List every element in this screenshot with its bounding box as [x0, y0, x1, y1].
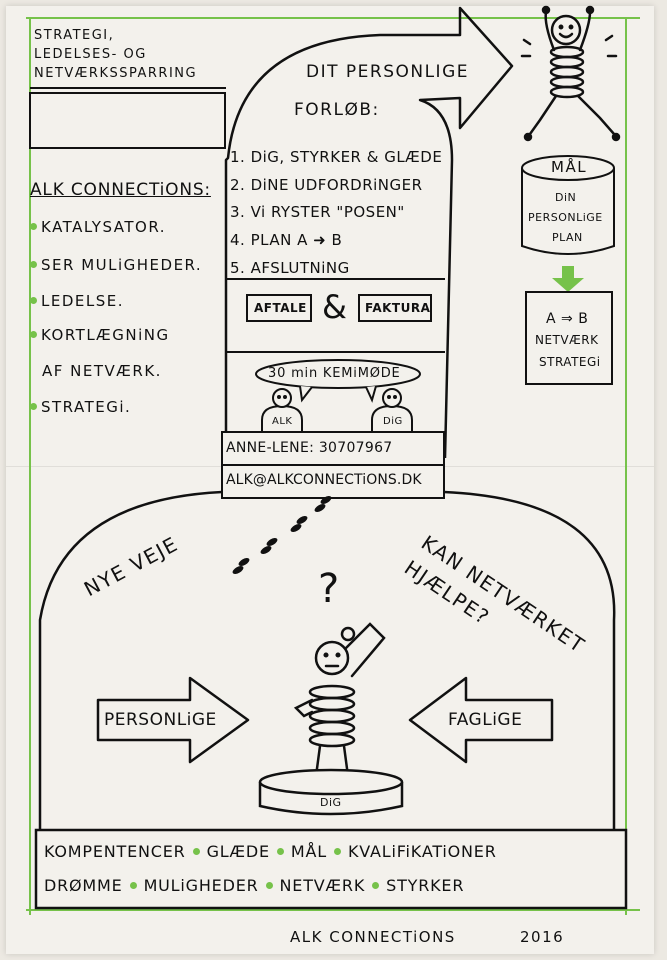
header-title-line3: NETVÆRKSSPARRING: [34, 66, 198, 81]
green-bullet: [30, 297, 37, 304]
dome-outline: [38, 490, 616, 830]
alk-item-2: SER MULiGHEDER.: [30, 256, 202, 274]
green-frame: [26, 17, 640, 915]
contact-phone: ANNE-LENE: 30707967: [226, 440, 393, 456]
result-box: [525, 291, 613, 385]
alk-item-4: KORTLÆGNiNG: [30, 326, 170, 344]
header-title-line1: STRATEGI,: [34, 28, 115, 43]
empty-name-box: [29, 92, 226, 149]
meeting-bubble-text: 30 min KEMiMØDE: [268, 366, 401, 381]
green-bullet: [30, 331, 37, 338]
footprints-icon: [232, 496, 332, 574]
keyword: NETVÆRK: [279, 876, 366, 895]
big-arrow-outline: [224, 6, 514, 459]
arrow-title-line2: FORLØB:: [294, 100, 380, 120]
green-bullet: [30, 223, 37, 230]
person-dig-icon: [371, 388, 413, 432]
header-title-line2: LEDELSES- OG: [34, 47, 147, 62]
agreement-label: AFTALE: [254, 301, 307, 315]
person-dig-label: DiG: [383, 416, 403, 427]
invoice-box: FAKTURA: [358, 294, 432, 322]
green-down-arrow-icon: [552, 266, 584, 292]
faglige-label: FAGLiGE: [448, 710, 523, 730]
alk-item-5: STRATEGi.: [30, 398, 131, 416]
step-2: 2. DiNE UDFORDRiNGER: [230, 176, 423, 194]
keyword: KVALiFiKATiONER: [348, 842, 497, 861]
green-bullet: [265, 882, 273, 889]
arrow-title-line1: DIT PERSONLIGE: [306, 62, 469, 82]
keyword: MÅL: [290, 842, 327, 861]
keywords-row-1: KOMPENTENCER GLÆDE MÅL KVALiFiKATiONER: [44, 842, 497, 861]
invoice-label: FAKTURA: [365, 301, 431, 315]
keyword: GLÆDE: [206, 842, 270, 861]
keyword: DRØMME: [44, 876, 123, 895]
green-bullet: [30, 261, 37, 268]
keywords-row-2: DRØMME MULiGHEDER NETVÆRK STYRKER: [44, 876, 464, 895]
goal-cylinder: [521, 155, 615, 255]
green-bullet: [129, 882, 137, 889]
keyword: MULiGHEDER: [143, 876, 259, 895]
step-3: 3. Vi RYSTER "POSEN": [230, 203, 405, 221]
keyword: STYRKER: [386, 876, 465, 895]
personlige-arrow: [96, 676, 250, 764]
alk-item-3: LEDELSE.: [30, 292, 124, 310]
step-4: 4. PLAN A ➜ B: [230, 231, 343, 249]
green-bullet: [276, 848, 284, 855]
question-mark: ?: [318, 566, 340, 612]
ampersand: &: [322, 288, 347, 326]
contact-email[interactable]: ALK@ALKCONNECTiONS.DK: [226, 472, 422, 488]
agreement-box: AFTALE: [246, 294, 312, 322]
pedestal: [258, 768, 404, 816]
step-5: 5. AFSLUTNiNG: [230, 259, 350, 277]
green-bullet: [372, 882, 380, 889]
green-bullet: [30, 403, 37, 410]
keywords-box: [34, 828, 628, 910]
goal-line-2: PERSONLiGE: [528, 211, 603, 224]
thinking-spring-person-icon: [293, 622, 386, 778]
alk-item-1: KATALYSATOR.: [30, 218, 166, 236]
alk-item-4-continuation: AF NETVÆRK.: [42, 362, 162, 380]
result-line-3: STRATEGi: [539, 355, 601, 369]
footer-text: ALK CONNECTiONS: [290, 928, 456, 946]
keyword: KOMPENTENCER: [44, 842, 186, 861]
goal-line-3: PLAN: [552, 231, 583, 244]
alk-heading: ALK CONNECTiONS:: [30, 180, 211, 200]
personlige-label: PERSONLiGE: [104, 710, 217, 730]
meeting-bubble: [255, 359, 421, 389]
goal-title: MÅL: [551, 158, 588, 176]
green-bullet: [334, 848, 341, 855]
happy-spring-person-icon: [520, 5, 621, 142]
goal-line-1: DiN: [555, 191, 577, 204]
person-alk-icon: [261, 388, 303, 432]
faglige-arrow: [408, 676, 554, 764]
footer-year: 2016: [520, 928, 565, 946]
pedestal-label: DiG: [320, 796, 342, 809]
result-line-1: A ⇒ B: [546, 311, 589, 327]
person-alk-label: ALK: [272, 416, 293, 427]
green-bullet: [192, 848, 200, 855]
result-line-2: NETVÆRK: [535, 333, 599, 347]
step-1: 1. DiG, STYRKER & GLÆDE: [230, 148, 443, 166]
